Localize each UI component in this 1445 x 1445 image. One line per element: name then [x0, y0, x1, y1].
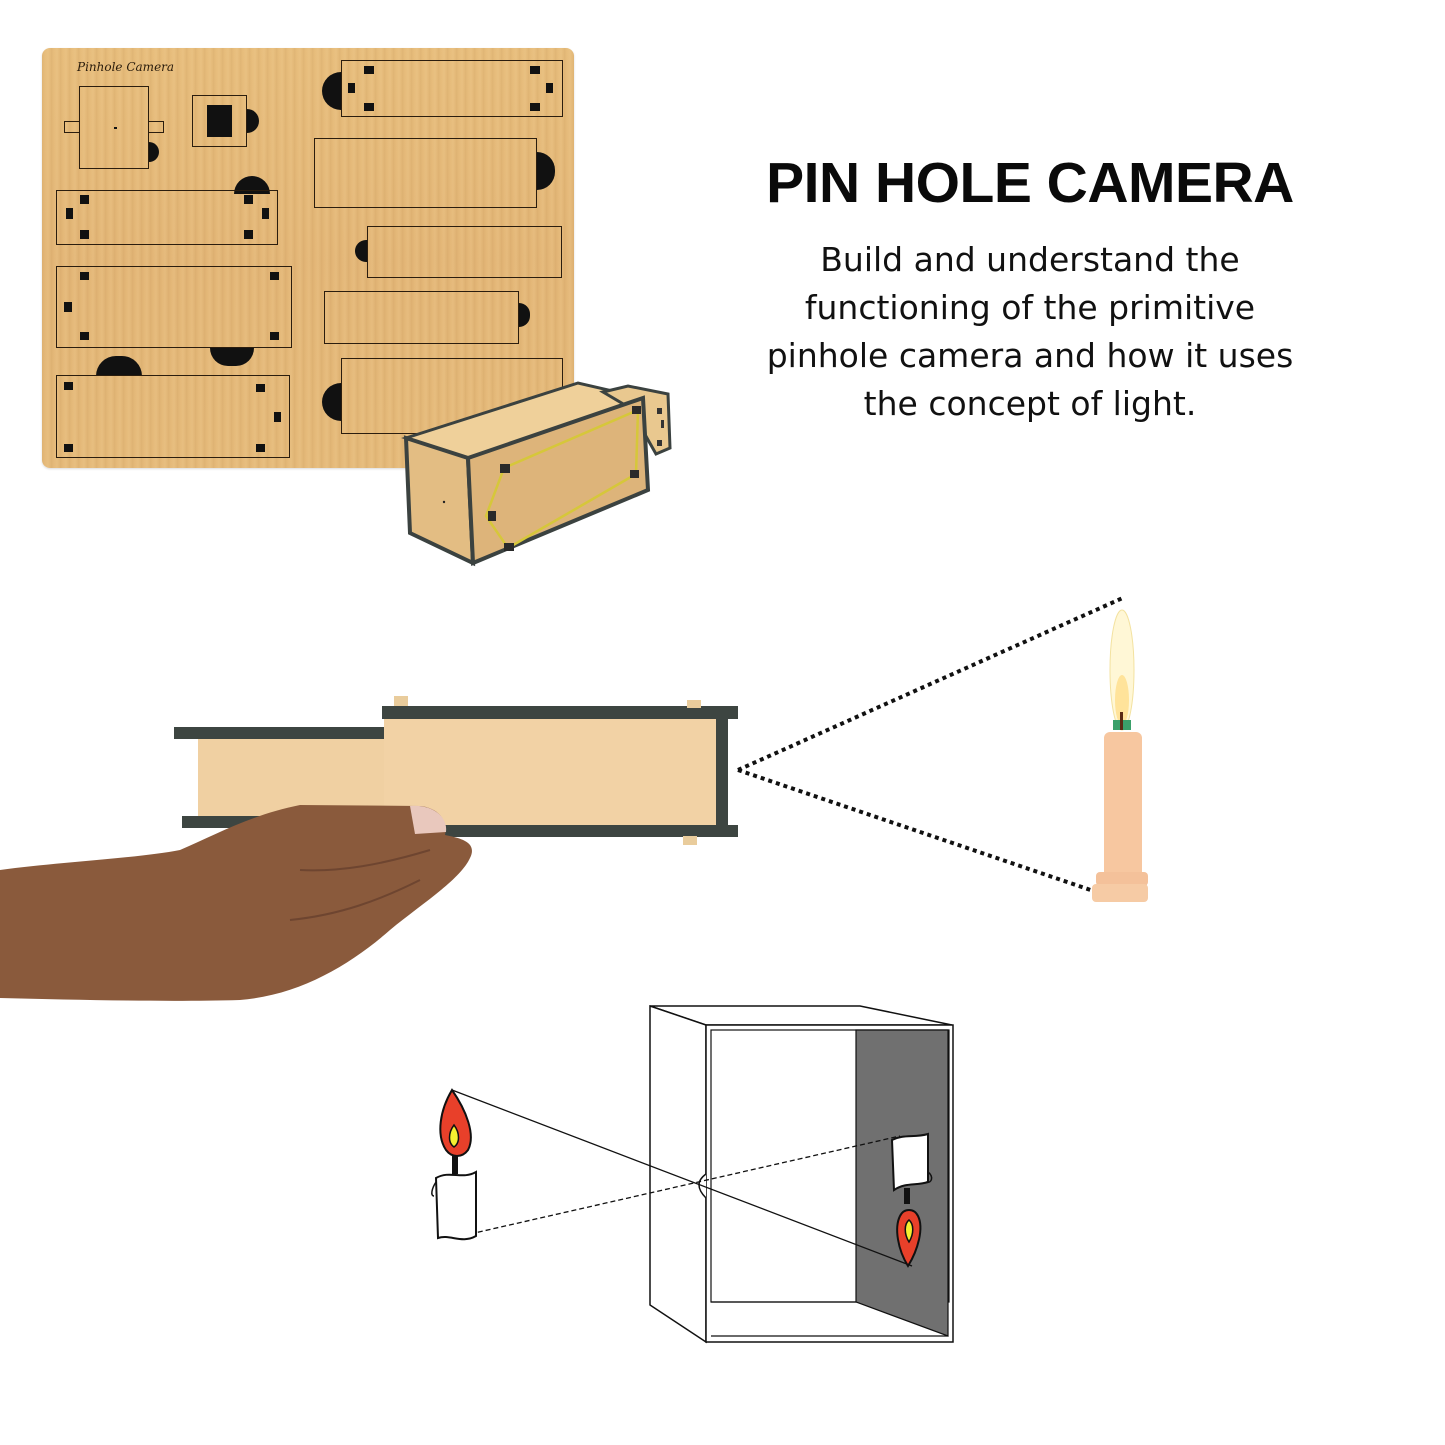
board-engraved-label: Pinhole Camera [77, 60, 175, 74]
slot [270, 272, 279, 280]
slot [64, 302, 72, 312]
finger-notch [96, 356, 142, 376]
kit-piece-side-panel-3 [56, 375, 290, 458]
slot [64, 382, 73, 390]
slot [270, 332, 279, 340]
assembled-camera-box [401, 381, 672, 567]
finger-notch [234, 176, 270, 194]
slot [80, 195, 89, 204]
slot [530, 66, 540, 74]
slot [274, 412, 281, 422]
slot [348, 83, 355, 93]
camera-front-box [382, 696, 738, 845]
kit-piece-top-panel [341, 60, 563, 117]
kit-piece-side-panel-2 [56, 266, 292, 348]
finger-notch [149, 142, 159, 162]
finger-notch [210, 348, 254, 366]
kit-piece-tab-right [148, 121, 164, 133]
finger-notch [247, 109, 259, 133]
kit-piece-side-panel-1 [56, 190, 278, 245]
hand-holding-camera-scene [0, 595, 1148, 1001]
slot [364, 66, 374, 74]
kit-piece-sleeve-2 [367, 226, 562, 278]
viewer-window [207, 105, 232, 137]
description-line: functioning of the primitive [804, 288, 1256, 327]
object-candle-icon [431, 1088, 477, 1241]
slot [66, 208, 73, 219]
finger-notch [519, 303, 530, 327]
slot [256, 444, 265, 452]
kit-piece-sleeve-1 [314, 138, 537, 208]
pinhole-projection-diagram [431, 1004, 954, 1344]
slot [244, 230, 253, 239]
slot [80, 230, 89, 239]
hand [0, 805, 472, 1001]
inverted-candle-image-icon [890, 1132, 933, 1268]
pinhole-dot [114, 127, 117, 129]
slot [262, 208, 269, 219]
kit-piece-pinhole-square [79, 86, 149, 169]
slot [364, 103, 374, 111]
slot [80, 332, 89, 340]
page-description: Build and understand the functioning of … [720, 236, 1340, 428]
slot [530, 103, 540, 111]
kit-piece-viewer-frame [192, 95, 247, 147]
kit-piece-sleeve-3 [324, 291, 519, 344]
finger-notch [537, 152, 555, 190]
slot [80, 272, 89, 280]
description-line: pinhole camera and how it uses [766, 336, 1294, 375]
description-line: the concept of light. [863, 384, 1197, 423]
kit-piece-tab-left [64, 121, 80, 133]
candle-photo [1092, 609, 1148, 902]
slot [546, 83, 553, 93]
finger-notch [322, 383, 341, 421]
description-line: Build and understand the [820, 240, 1240, 279]
slot [244, 195, 253, 204]
wooden-kit-board: Pinhole Camera [42, 48, 574, 468]
page-title: PIN HOLE CAMERA [766, 151, 1294, 215]
finger-notch [355, 240, 367, 262]
slot [64, 444, 73, 452]
slot [256, 384, 265, 392]
finger-notch [322, 72, 342, 110]
